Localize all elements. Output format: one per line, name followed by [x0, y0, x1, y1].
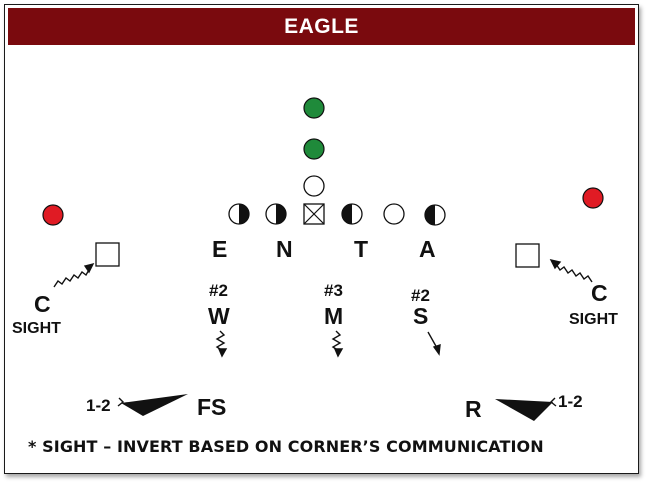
lineman-half-3 [341, 203, 363, 225]
rover-zone [495, 397, 557, 421]
mike-tag: #3 [324, 281, 343, 300]
lineman-open [383, 203, 405, 225]
sam-tag: #2 [411, 286, 430, 305]
free-safety-label: FS [197, 394, 227, 420]
play-title: EAGLE [284, 14, 359, 38]
corner-right-label: C [591, 280, 608, 306]
end-label: E [212, 236, 228, 262]
will-label: W [208, 303, 230, 329]
corner-left-label: C [34, 291, 51, 317]
receiver-left [42, 204, 64, 226]
slot-box-right [515, 243, 540, 268]
mike-label: M [324, 303, 344, 329]
footnote: * SIGHT – INVERT BASED ON CORNER’S COMMU… [28, 437, 544, 456]
anchor-label: A [419, 236, 436, 262]
rover-zone-label: 1-2 [558, 392, 583, 411]
corner-left-sight: SIGHT [12, 320, 61, 337]
lineman-half-2 [265, 203, 287, 225]
rover-label: R [465, 396, 482, 422]
lineman-half-4 [424, 204, 446, 226]
tackle-label: T [354, 236, 369, 262]
corner-right-arrow [549, 258, 593, 283]
diagram-frame: EAGLE [4, 4, 639, 474]
free-safety-zone [117, 394, 188, 416]
title-banner: EAGLE [8, 8, 635, 45]
free-safety-zone-label: 1-2 [86, 396, 111, 415]
corner-left-arrow [53, 262, 95, 288]
slot-box-left [95, 242, 120, 267]
quarterback [303, 175, 325, 197]
corner-right-sight: SIGHT [569, 311, 618, 328]
nose-label: N [276, 236, 293, 262]
receiver-right [582, 187, 604, 209]
sam-arrow [427, 331, 441, 356]
mike-arrow [331, 330, 344, 358]
will-arrow [215, 330, 228, 358]
back-green-top [303, 97, 325, 119]
lineman-half-1 [228, 203, 250, 225]
sam-label: S [413, 303, 429, 329]
center-box [303, 203, 325, 225]
will-tag: #2 [209, 281, 228, 300]
back-green-bottom [303, 138, 325, 160]
